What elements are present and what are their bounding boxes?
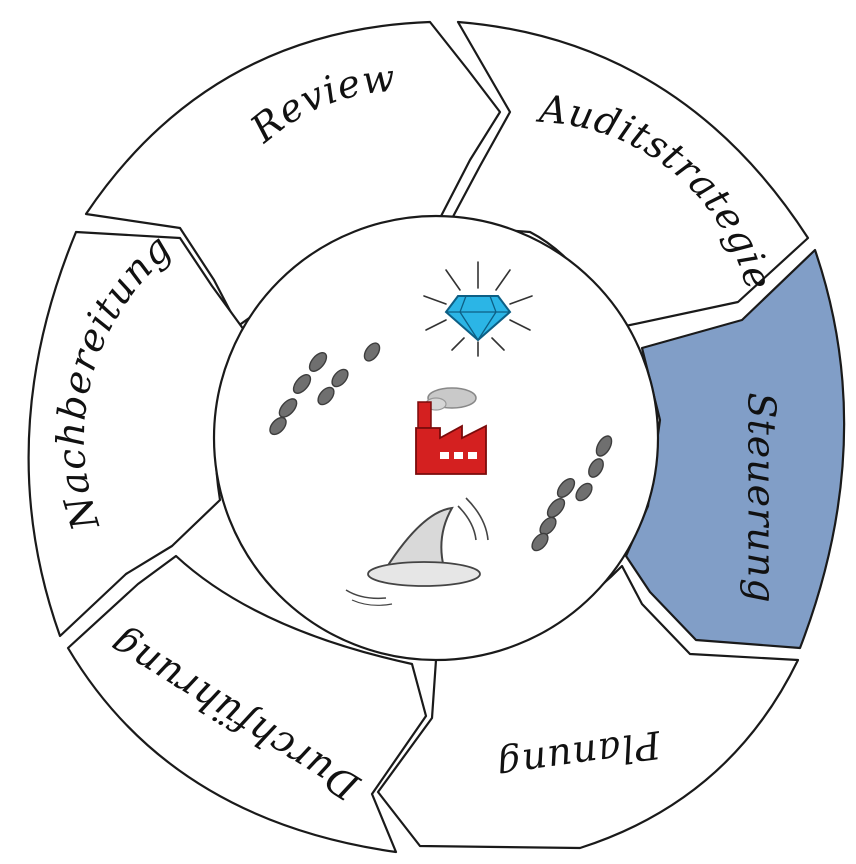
segment-durchfuehrung[interactable] <box>66 554 428 854</box>
footprints-icon-left <box>269 342 381 436</box>
segment-label-steuerung: Steuerung <box>740 392 784 603</box>
footprints-icon-right <box>531 435 613 552</box>
segment-auditstrategie[interactable] <box>446 20 810 330</box>
factory-icon <box>415 387 487 475</box>
segment-steuerung[interactable] <box>624 248 846 650</box>
diamond-icon <box>423 261 533 357</box>
shark-fin-icon <box>345 497 489 606</box>
